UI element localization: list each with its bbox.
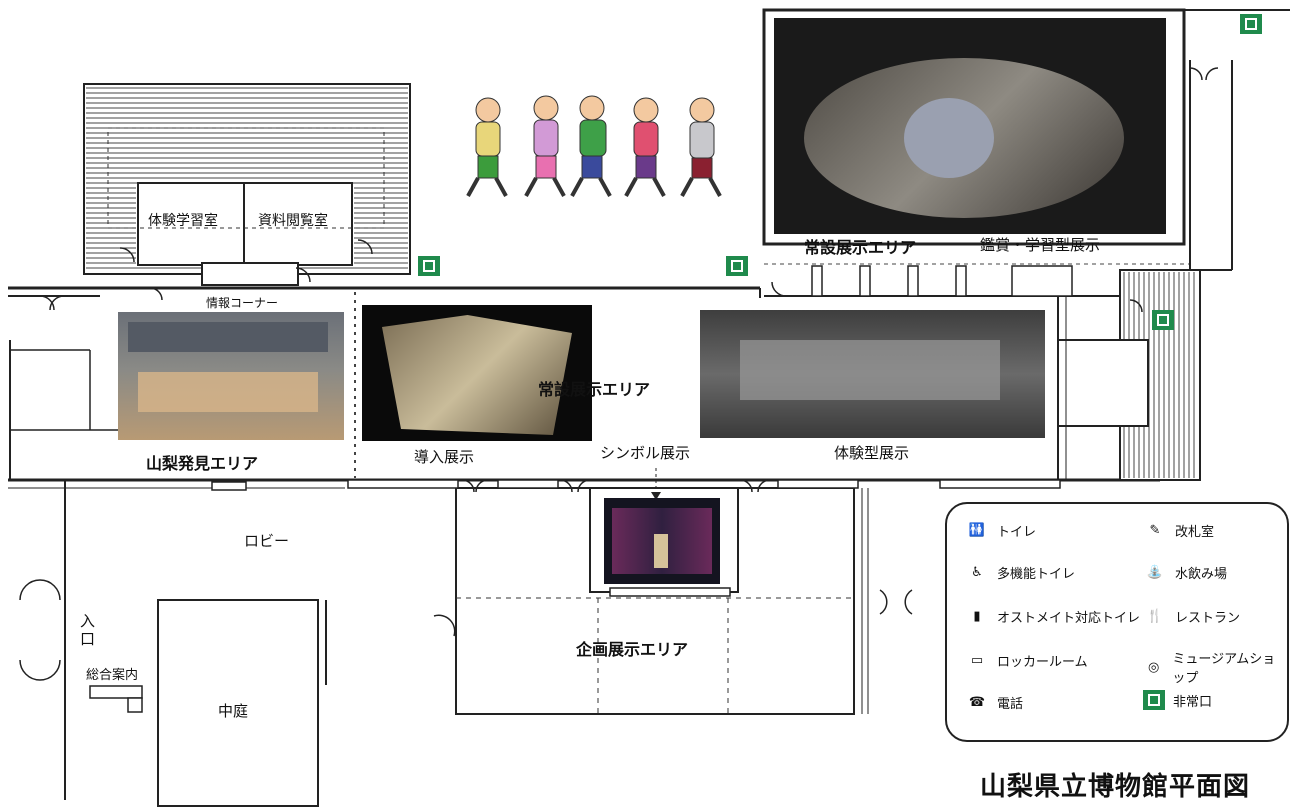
- label-symbol: シンボル展示: [600, 444, 691, 462]
- phone-icon: ☎: [968, 694, 986, 710]
- label-kansho-gakushu: 鑑賞・学習型展示: [980, 236, 1101, 254]
- photo-donyu: [362, 305, 592, 441]
- label-sogo-annai: 総合案内: [86, 668, 139, 683]
- photo-yamanashi-hakken: [118, 312, 344, 440]
- label-lobby: ロビー: [244, 532, 290, 550]
- toilet-icon: 🚻: [968, 522, 986, 538]
- legend-item: ☎ 電話: [965, 690, 1023, 714]
- ticket-office-icon: ✎: [1149, 522, 1161, 538]
- legend-label: レストラン: [1175, 610, 1241, 626]
- label-iriguchi: 入口: [80, 612, 96, 648]
- label-nakaniwa: 中庭: [218, 702, 249, 720]
- legend-label: 電話: [997, 696, 1024, 712]
- label-jousetsu-center: 常設展示エリア: [538, 380, 651, 399]
- legend-item: 🍴 レストラン: [1143, 604, 1240, 628]
- emergency-exit-icon: [418, 256, 440, 276]
- legend-label: 改札室: [1175, 524, 1215, 540]
- emergency-exit-icon: [1143, 690, 1165, 710]
- room-taiken-gakushu: 体験学習室: [148, 213, 218, 229]
- legend-item: ⛲ 水飲み場: [1143, 560, 1227, 584]
- label-kikaku: 企画展示エリア: [576, 640, 689, 659]
- legend-item: ▮ オストメイト対応トイレ: [965, 604, 1140, 628]
- room-shiryo-etsuran: 資料閲覧室: [258, 213, 328, 229]
- legend-item: ◎ ミュージアムショップ: [1143, 648, 1287, 686]
- legend-item: 非常口: [1143, 690, 1212, 710]
- legend: 🚻 トイレ ✎ 改札室 ♿ 多機能トイレ ⛲ 水飲み場 ▮ オストメイト対応トイレ 🍴 レス…: [945, 502, 1289, 742]
- label-joho-corner: 情報コーナー: [206, 296, 279, 310]
- legend-item: ✎ 改札室: [1143, 518, 1214, 542]
- label-taikengata: 体験型展示: [834, 444, 910, 462]
- emergency-exit-icon: [1152, 310, 1174, 330]
- legend-label: ミュージアムショップ: [1172, 652, 1276, 686]
- photo-symbol: [604, 498, 720, 584]
- label-donyu: 導入展示: [414, 448, 475, 466]
- legend-label: 非常口: [1173, 694, 1213, 710]
- label-yamanashi-hakken: 山梨発見エリア: [146, 454, 259, 473]
- page-title: 山梨県立博物館平面図: [980, 772, 1251, 802]
- ostomate-toilet-icon: ▮: [973, 608, 981, 624]
- legend-item: 🚻 トイレ: [965, 518, 1036, 542]
- legend-item: ▭ ロッカールーム: [965, 648, 1088, 672]
- emergency-exit-icon: [1240, 14, 1262, 34]
- legend-label: 水飲み場: [1175, 566, 1228, 582]
- photo-taikengata: [700, 310, 1045, 438]
- label-jousetsu-top: 常設展示エリア: [804, 238, 917, 257]
- accessible-toilet-icon: ♿: [971, 564, 983, 580]
- emergency-exit-icon: [726, 256, 748, 276]
- restaurant-icon: 🍴: [1146, 608, 1164, 624]
- legend-label: ロッカールーム: [997, 654, 1088, 670]
- legend-label: 多機能トイレ: [997, 566, 1076, 582]
- legend-label: トイレ: [997, 524, 1037, 540]
- museum-shop-icon: ◎: [1148, 659, 1160, 675]
- photo-jousetsu-top: [774, 18, 1166, 234]
- water-fountain-icon: ⛲: [1146, 564, 1164, 580]
- locker-icon: ▭: [970, 652, 984, 668]
- legend-item: ♿ 多機能トイレ: [965, 560, 1075, 584]
- legend-label: オストメイト対応トイレ: [997, 610, 1141, 626]
